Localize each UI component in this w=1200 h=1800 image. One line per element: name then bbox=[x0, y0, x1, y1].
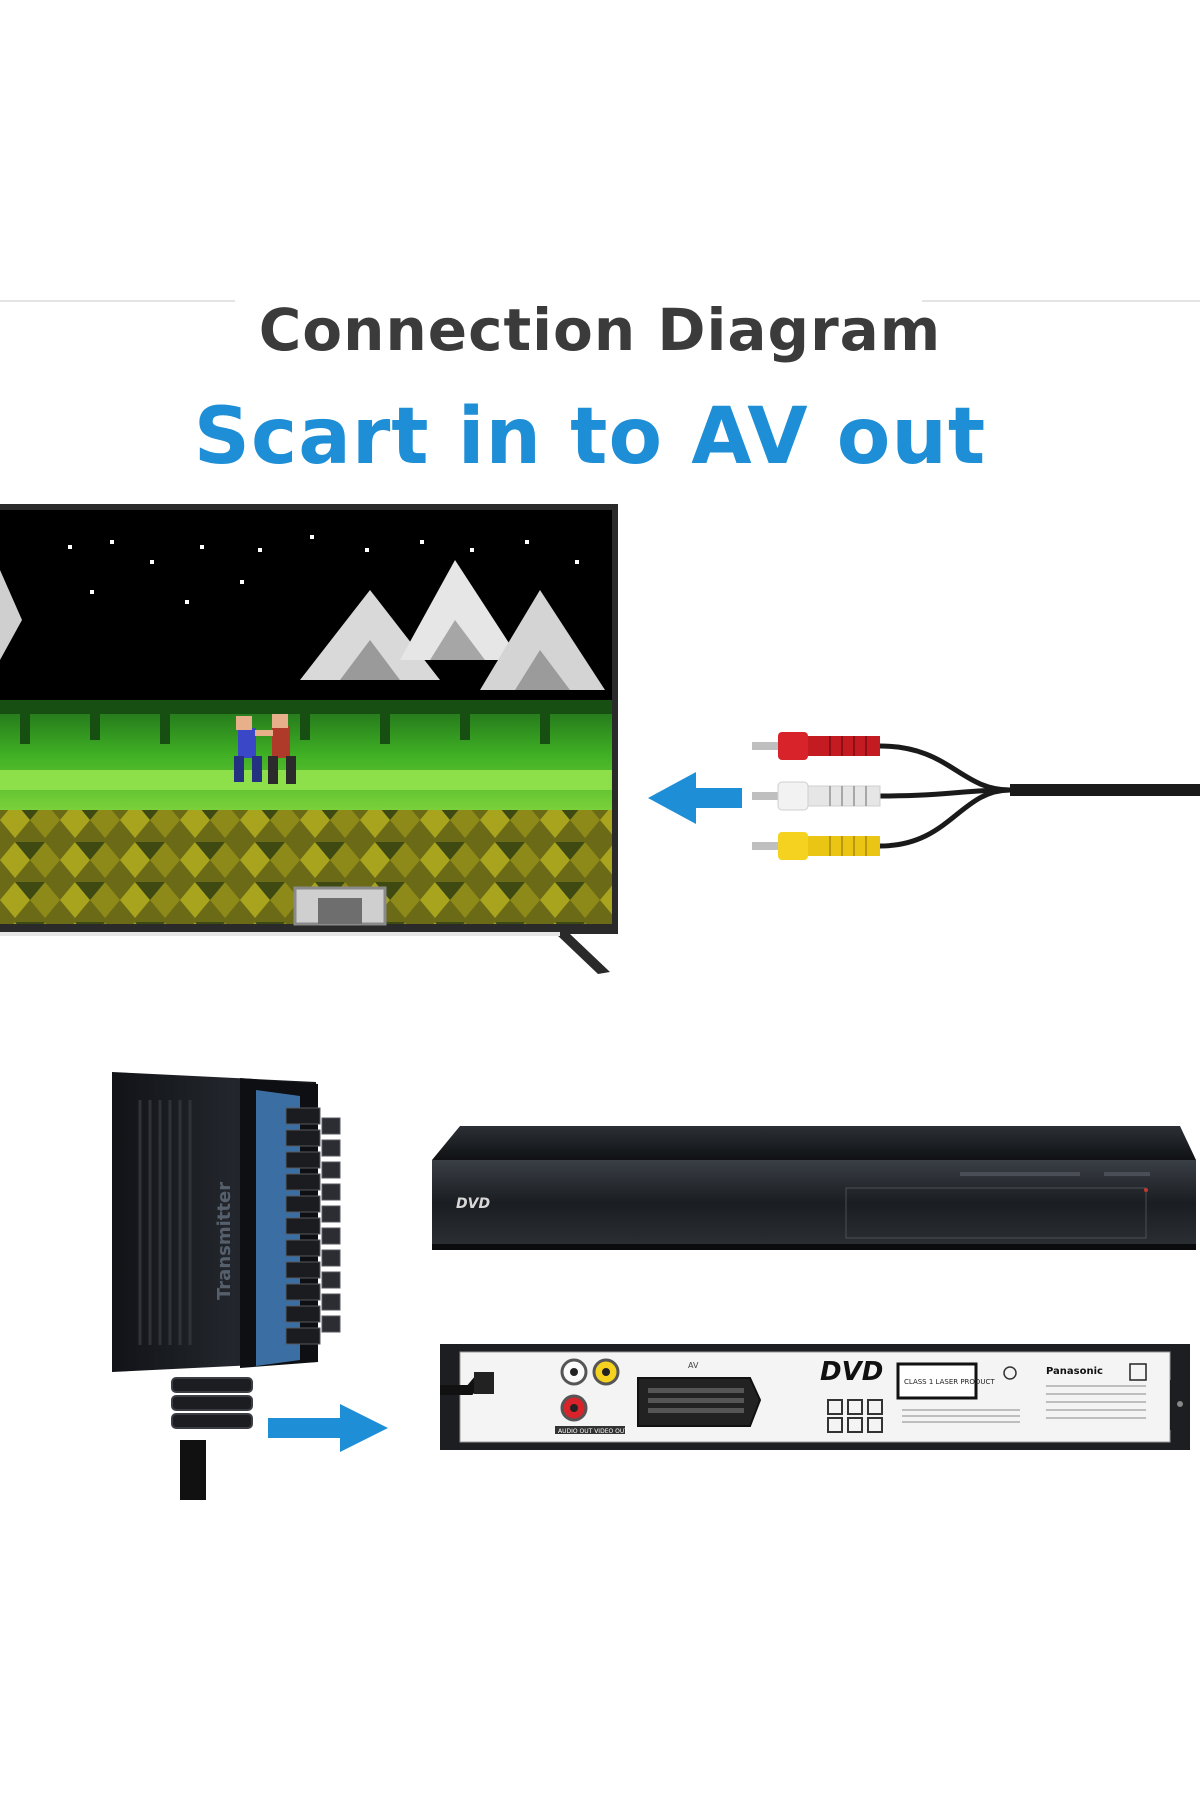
audio-video-out-label: AUDIO OUT VIDEO OUT bbox=[558, 1428, 628, 1435]
scart-socket bbox=[637, 1377, 762, 1427]
rca-jacks bbox=[560, 1358, 620, 1422]
dvd-rear-logo: DVD bbox=[820, 1357, 883, 1387]
rca-red-plug bbox=[752, 732, 880, 760]
transmitter-label: Transmitter bbox=[214, 1182, 235, 1300]
television bbox=[0, 504, 618, 974]
brand-label: Panasonic bbox=[1046, 1366, 1103, 1377]
header-rule-right bbox=[922, 300, 1200, 302]
region-codes bbox=[827, 1399, 883, 1433]
rca-white-plug bbox=[752, 781, 881, 811]
dvd-player-rear: AUDIO OUT VIDEO OUT AV DVD CLASS 1 LASER… bbox=[440, 1344, 1190, 1450]
dvd-player-front: DVD bbox=[432, 1126, 1196, 1250]
arrow-left-icon bbox=[648, 772, 742, 824]
diagram-subtitle: Scart in to AV out bbox=[193, 392, 987, 482]
laser-product-label: CLASS 1 LASER PRODUCT bbox=[904, 1378, 995, 1386]
snowy-mountains bbox=[0, 560, 605, 690]
av-label: AV bbox=[688, 1361, 699, 1370]
tv-stand bbox=[556, 934, 610, 974]
header-rule-left bbox=[0, 300, 235, 302]
pixel-fighters bbox=[234, 714, 296, 784]
dvd-front-logo: DVD bbox=[456, 1196, 490, 1212]
rca-cable bbox=[752, 732, 1200, 860]
diagram-title: Connection Diagram bbox=[258, 296, 942, 364]
arrow-right-icon bbox=[268, 1404, 388, 1452]
rca-yellow-plug bbox=[752, 832, 880, 860]
scart-transmitter: Transmitter bbox=[112, 1072, 341, 1500]
